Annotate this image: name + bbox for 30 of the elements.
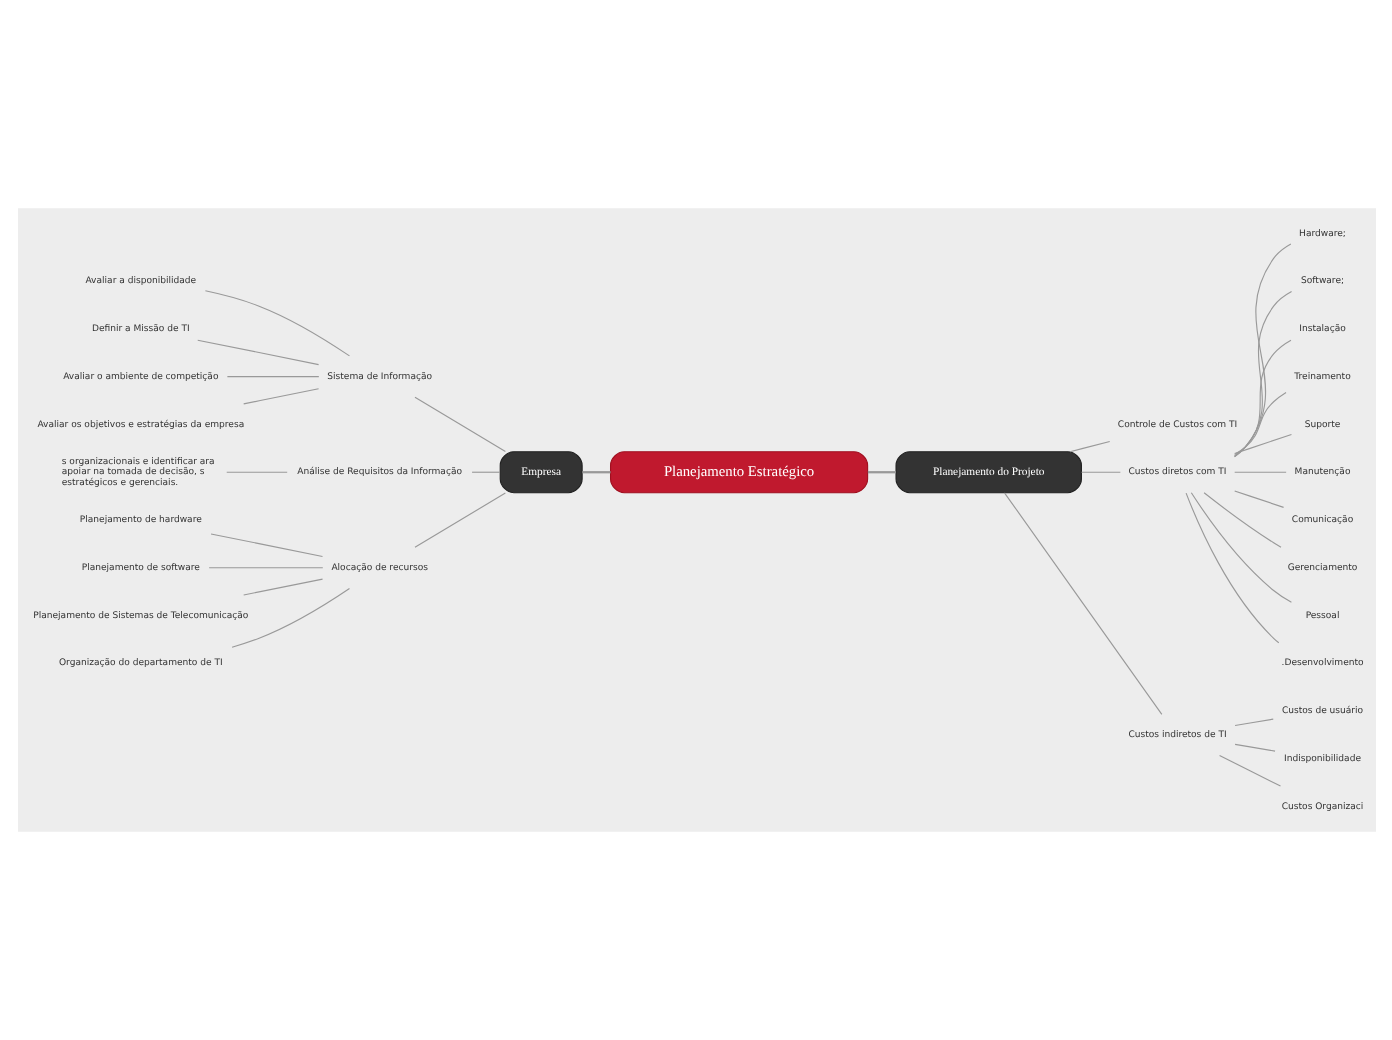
connector <box>196 339 319 366</box>
connector <box>203 290 350 357</box>
connector <box>470 471 500 473</box>
connector <box>1189 492 1291 603</box>
connector <box>230 588 350 648</box>
connector <box>1232 243 1291 458</box>
connector <box>209 533 323 558</box>
connector <box>1233 339 1291 457</box>
connector <box>1233 490 1284 508</box>
connector <box>207 567 323 569</box>
connector <box>1233 433 1292 455</box>
connector <box>1218 754 1281 787</box>
connector <box>225 471 287 473</box>
connector <box>1184 492 1279 644</box>
connector <box>1202 492 1281 548</box>
connector <box>1233 391 1286 455</box>
connector <box>1233 743 1275 752</box>
connector <box>225 376 319 378</box>
connector <box>413 492 505 548</box>
connector <box>413 396 505 452</box>
connector <box>581 471 610 474</box>
connector <box>1233 471 1286 473</box>
connector <box>1068 440 1110 453</box>
connector <box>1233 291 1292 458</box>
connector <box>1002 492 1162 715</box>
connector <box>242 578 323 596</box>
connector <box>1233 718 1273 727</box>
connector <box>866 471 895 474</box>
connector <box>1079 471 1120 473</box>
connector <box>242 388 319 405</box>
